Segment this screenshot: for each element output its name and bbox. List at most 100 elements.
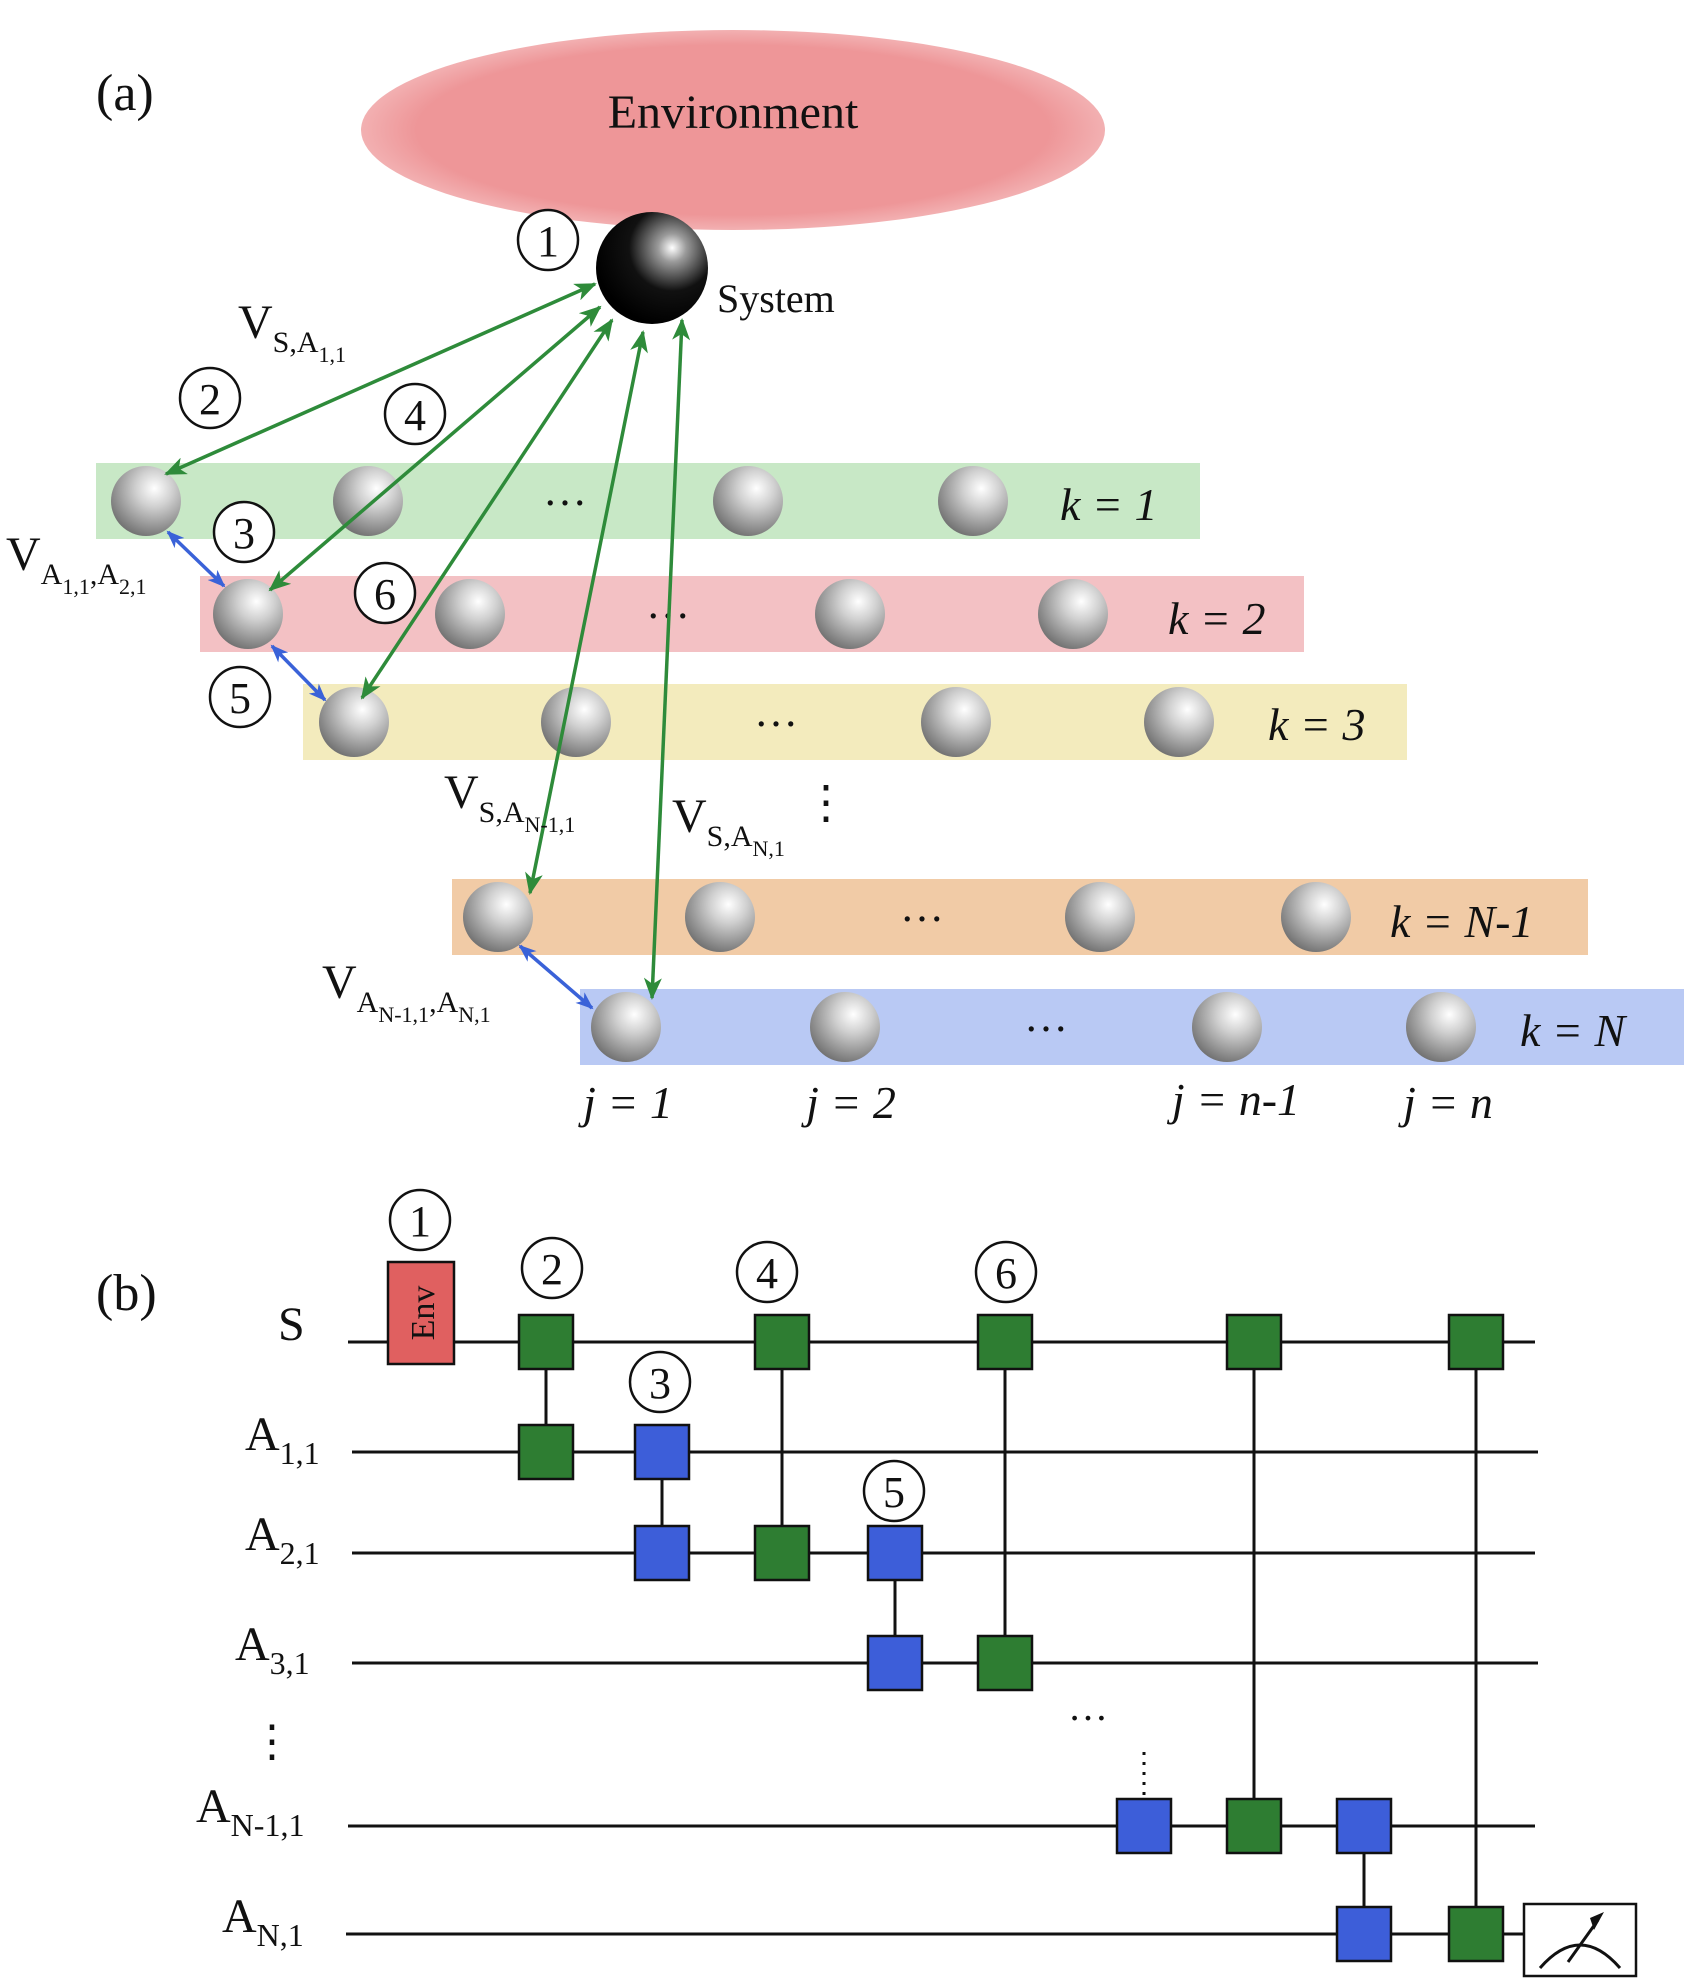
step-number-b-2: 2 bbox=[541, 1245, 563, 1294]
system-ball bbox=[596, 212, 708, 324]
ball-kN-j1 bbox=[591, 992, 661, 1062]
gate-6-a31 bbox=[976, 1634, 1034, 1692]
row-vertical-ellipsis: ⋮ bbox=[803, 777, 849, 828]
ball-kN-jn-1 bbox=[1192, 992, 1262, 1062]
arrow-s-aN-11 bbox=[525, 330, 648, 895]
gate-dotted-aN-11 bbox=[1115, 1797, 1173, 1855]
gate-2-s bbox=[517, 1313, 575, 1371]
ball-k3-j1 bbox=[319, 687, 389, 757]
arrow-a21-a31 bbox=[270, 644, 327, 702]
coupling-label-a11-a21: VA1,1,A2,1 bbox=[6, 528, 147, 599]
wire-label-s: S bbox=[278, 1298, 305, 1351]
wire-label-a11: A1,1 bbox=[245, 1408, 320, 1471]
ball-kN-1-j2 bbox=[685, 882, 755, 952]
gate-4-s bbox=[753, 1313, 811, 1371]
gate-s-to-aN-11-top bbox=[1225, 1313, 1283, 1371]
ball-kN-1-jn-1 bbox=[1065, 882, 1135, 952]
step-marker-5 bbox=[208, 665, 272, 729]
gate-6-s bbox=[976, 1313, 1034, 1371]
step-marker-b-6 bbox=[974, 1240, 1038, 1304]
environment-label: Environment bbox=[608, 86, 859, 139]
ancilla-balls bbox=[111, 466, 1476, 1062]
gate-5-a31 bbox=[866, 1634, 924, 1692]
row-label-k1: k = 1 bbox=[1060, 479, 1157, 530]
step-marker-4 bbox=[383, 382, 447, 446]
coupling-label-s-aN1: VS,AN,1 bbox=[672, 790, 785, 861]
step-number-b-5: 5 bbox=[883, 1468, 905, 1517]
step-marker-b-4 bbox=[735, 1240, 799, 1304]
wire-label-aN-11: AN-1,1 bbox=[196, 1780, 304, 1843]
step-marker-2 bbox=[178, 366, 242, 430]
step-number-b-6: 6 bbox=[995, 1249, 1017, 1298]
wire-label-a21: A2,1 bbox=[245, 1508, 320, 1571]
row-ellipsis-k3: … bbox=[754, 687, 798, 736]
step-marker-b-5 bbox=[862, 1459, 926, 1523]
row-ellipsis-kN-1: … bbox=[900, 882, 944, 931]
step-number-1: 1 bbox=[537, 217, 559, 266]
ball-k2-j1 bbox=[213, 579, 283, 649]
ball-k3-jn bbox=[1144, 687, 1214, 757]
ball-k1-j1 bbox=[111, 466, 181, 536]
step-marker-b-1 bbox=[388, 1188, 452, 1252]
blue-gates bbox=[633, 1423, 1393, 1963]
step-number-b-1: 1 bbox=[409, 1197, 431, 1246]
measurement-icon bbox=[1522, 1902, 1638, 1978]
panel-a-label: (a) bbox=[96, 65, 154, 122]
arrow-a11-a21 bbox=[166, 530, 226, 588]
arrow-aN-11-aN1 bbox=[518, 944, 594, 1010]
ball-kN-1-jn bbox=[1281, 882, 1351, 952]
row-label-k3: k = 3 bbox=[1268, 699, 1365, 750]
step-marker-b-3 bbox=[628, 1350, 692, 1414]
ball-k1-jn bbox=[938, 466, 1008, 536]
ancilla-coupling-arrows bbox=[166, 530, 594, 1010]
row-label-kN: k = N bbox=[1520, 1005, 1627, 1056]
arrow-s-aN1 bbox=[643, 318, 691, 1000]
step-markers-a: 1 2 3 4 5 6 bbox=[178, 208, 580, 729]
ball-k1-jn-1 bbox=[713, 466, 783, 536]
column-label-j2: j = 2 bbox=[801, 1077, 896, 1128]
step-number-4: 4 bbox=[404, 391, 426, 440]
gate-s-to-aN-11-bottom bbox=[1225, 1797, 1283, 1855]
environment-ellipse bbox=[361, 30, 1105, 230]
env-gate-label: Env bbox=[405, 1286, 442, 1341]
gate-connectors bbox=[544, 1342, 1478, 1934]
step-marker-3 bbox=[212, 500, 276, 564]
coupling-label-s-a11: VS,A1,1 bbox=[238, 296, 346, 367]
ball-kN-j2 bbox=[810, 992, 880, 1062]
step-marker-1 bbox=[516, 208, 580, 272]
step-number-b-3: 3 bbox=[649, 1359, 671, 1408]
step-marker-b-2 bbox=[520, 1236, 584, 1300]
wire-label-aN1: AN,1 bbox=[222, 1890, 304, 1953]
row-label-k2: k = 2 bbox=[1168, 593, 1265, 644]
step-number-6: 6 bbox=[374, 570, 396, 619]
coupling-label-aN-11-aN1: VAN-1,1,AN,1 bbox=[322, 956, 491, 1027]
row-band-kN bbox=[580, 989, 1684, 1065]
gate-aN1 bbox=[1335, 1905, 1393, 1963]
ball-k3-jn-1 bbox=[921, 687, 991, 757]
ball-kN-jn bbox=[1406, 992, 1476, 1062]
green-gates bbox=[517, 1313, 1505, 1963]
ball-kN-1-j1 bbox=[463, 882, 533, 952]
panel-b-label: (b) bbox=[96, 1265, 157, 1322]
gate-3-a11 bbox=[633, 1423, 691, 1481]
gate-s-to-aN1-bottom bbox=[1447, 1905, 1505, 1963]
row-label-kN-1: k = N-1 bbox=[1390, 896, 1533, 947]
column-label-jn: j = n bbox=[1398, 1077, 1493, 1128]
step-number-5: 5 bbox=[229, 674, 251, 723]
step-markers-b: 1 2 3 4 5 6 bbox=[388, 1188, 1038, 1523]
system-coupling-arrows bbox=[164, 282, 691, 1000]
env-gate bbox=[386, 1260, 456, 1366]
coupling-label-s-aN-11: VS,AN-1,1 bbox=[444, 766, 575, 837]
row-ellipsis-kN: … bbox=[1024, 992, 1068, 1041]
gate-4-a21 bbox=[753, 1524, 811, 1582]
gate-aN-11 bbox=[1335, 1797, 1393, 1855]
ball-k2-jn-1 bbox=[815, 579, 885, 649]
step-number-b-4: 4 bbox=[756, 1249, 778, 1298]
gate-2-a11 bbox=[517, 1423, 575, 1481]
ball-k2-jn bbox=[1038, 579, 1108, 649]
row-ellipsis-k1: … bbox=[543, 466, 587, 515]
ball-k2-j2 bbox=[435, 579, 505, 649]
gate-5-a21 bbox=[866, 1524, 924, 1582]
wire-label-a31: A3,1 bbox=[235, 1618, 310, 1681]
